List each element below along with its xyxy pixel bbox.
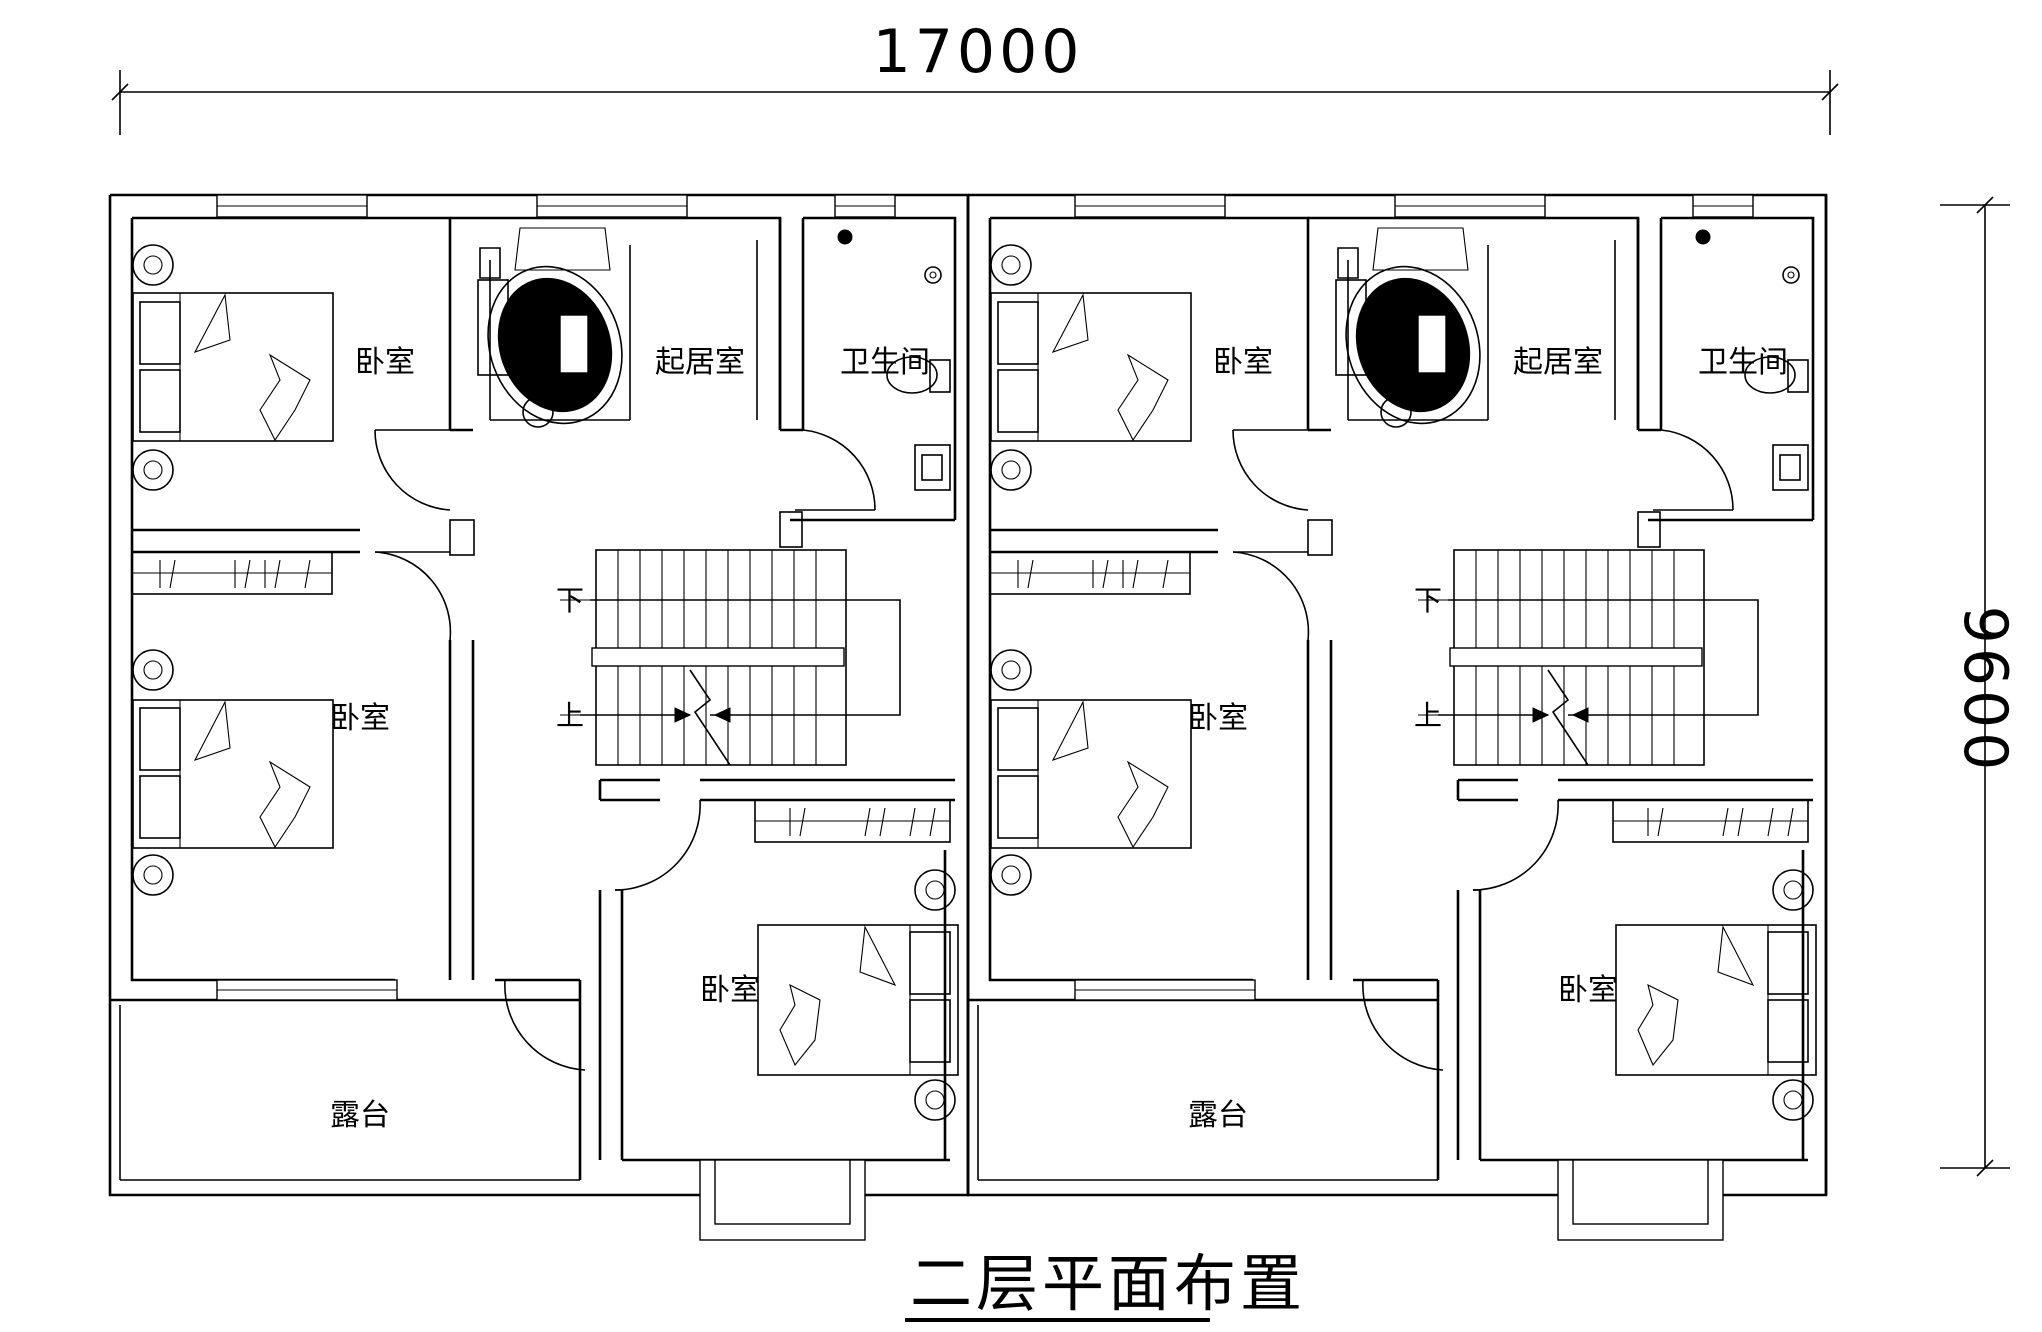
depth-dimension-label: 9600: [1950, 606, 2020, 775]
bed-top: [132, 244, 334, 491]
living-furniture-right: [1335, 227, 1489, 428]
bottom-windows: [216, 979, 866, 1241]
wardrobes: [131, 551, 951, 843]
bath-fixtures-right: [1614, 229, 1809, 491]
drawing-title: 二层平面布置: [905, 1247, 1306, 1322]
top-windows: [216, 194, 896, 218]
drawing-title-label: 二层平面布置: [910, 1247, 1306, 1320]
unit-left: 卧室 起居室 卫生间 卧室 卧室 露台 下 上: [108, 193, 970, 1241]
width-dimension-label: 17000: [873, 17, 1084, 87]
stair-right: [1418, 549, 1759, 766]
stair-down-label: 下: [556, 584, 584, 617]
doors: [374, 429, 876, 1071]
bottom-windows-right: [1074, 979, 1724, 1241]
living-furniture: [477, 227, 631, 428]
top-windows-right: [1074, 194, 1754, 218]
room-label-bedroom-mid-right: 卧室: [1188, 701, 1248, 736]
stair-up-label-right: 上: [1414, 699, 1442, 732]
room-label-bedroom-bottom-right: 卧室: [1558, 973, 1618, 1008]
unit-right: 卧室 起居室 卫生间 卧室 卧室 露台 下 上: [966, 193, 1828, 1241]
depth-dimension: 9600: [1940, 196, 2020, 1177]
stair-down-label-right: 下: [1414, 584, 1442, 617]
stair: [560, 549, 901, 766]
room-label-terrace-right: 露台: [1188, 1098, 1248, 1133]
doors-right: [1232, 429, 1734, 1071]
room-label-bath-right: 卫生间: [1698, 345, 1788, 380]
room-label-bath: 卫生间: [840, 345, 930, 380]
stair-up-label: 上: [556, 699, 584, 732]
bed-top-right: [990, 244, 1192, 491]
bed-mid-right: [990, 649, 1192, 896]
room-label-bedroom-mid: 卧室: [330, 701, 390, 736]
room-label-terrace: 露台: [330, 1098, 390, 1133]
room-labels-right: 卧室 起居室 卫生间 卧室 卧室 露台 下 上: [1188, 345, 1788, 1133]
room-label-bedroom-top-right: 卧室: [1213, 345, 1273, 380]
room-label-living: 起居室: [655, 345, 745, 380]
room-label-living-right: 起居室: [1513, 345, 1603, 380]
room-label-bedroom-top: 卧室: [355, 345, 415, 380]
bed-bottom-right: [1615, 869, 1817, 1121]
room-label-bedroom-bottom: 卧室: [700, 973, 760, 1008]
bed-mid: [132, 649, 334, 896]
room-labels: 卧室 起居室 卫生间 卧室 卧室 露台 下 上: [330, 345, 930, 1133]
bath-fixtures: [756, 229, 951, 491]
bed-bottom: [757, 869, 959, 1121]
width-dimension: 17000: [111, 17, 1839, 135]
wardrobes-right: [989, 551, 1809, 843]
